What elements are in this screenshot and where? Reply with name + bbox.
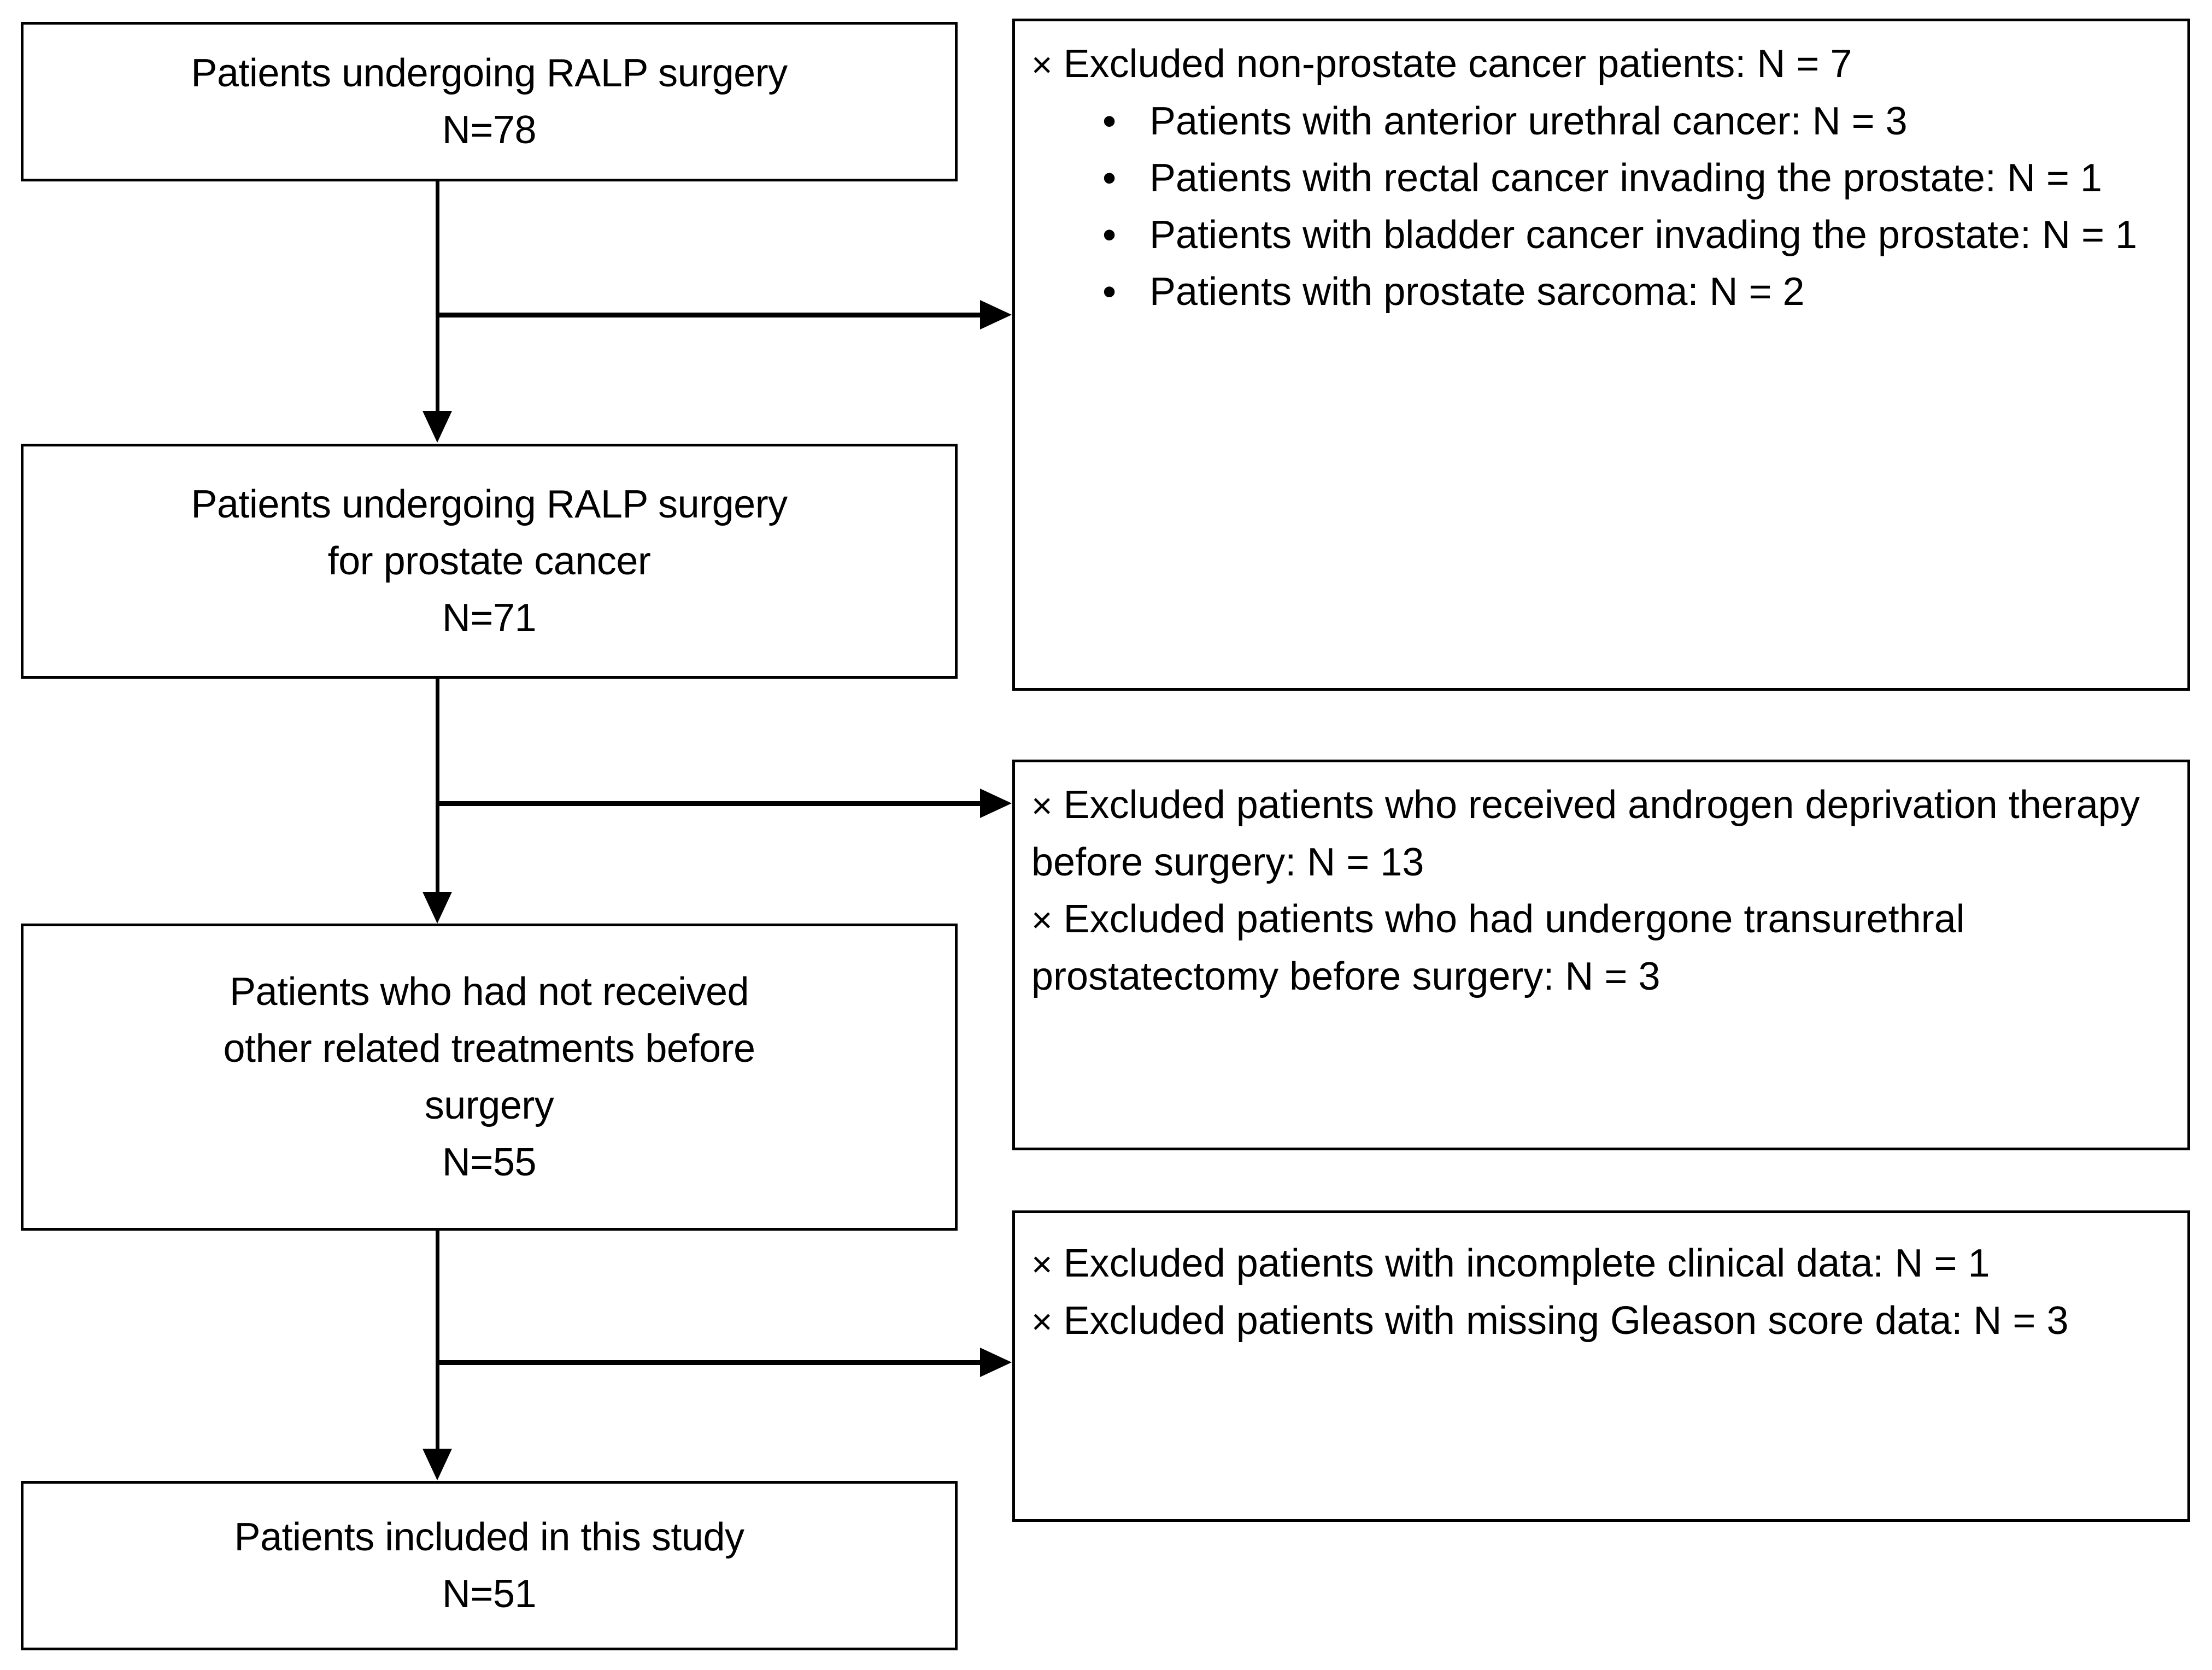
bullet-dot-icon: • <box>1102 270 1117 314</box>
flow-box-no-prior-treatment-line-4: N=55 <box>442 1140 537 1184</box>
arrow-into-box4 <box>423 1449 452 1480</box>
flow-box-prostate-cancer-line-2: for prostate cancer <box>327 539 651 583</box>
exclusion-marker-icon: × <box>1031 44 1053 85</box>
exclusion-item-incomplete-clinical: × Excluded patients with incomplete clin… <box>1031 1235 2169 1292</box>
list-item: • Patients with prostate sarcoma: N = 2 <box>1097 263 2169 320</box>
arrow-into-exclusion-1 <box>980 300 1012 330</box>
exclusion-bullet-list: • Patients with anterior urethral cancer… <box>1031 93 2169 320</box>
connector-stem-1 <box>436 180 439 413</box>
flow-box-prostate-cancer: Patients undergoing RALP surgery for pro… <box>21 444 958 679</box>
exclusion-item-adt: × Excluded patients who received androge… <box>1031 777 2169 891</box>
exclusion-box-incomplete-data: × Excluded patients with incomplete clin… <box>1012 1210 2190 1522</box>
exclusion-marker-icon: × <box>1031 1301 1053 1342</box>
bullet-dot-icon: • <box>1102 156 1117 200</box>
flow-box-enrolled-line-1: Patients undergoing RALP surgery <box>191 51 788 95</box>
list-item-label: Patients with bladder cancer invading th… <box>1149 213 2138 257</box>
exclusion-marker-icon: × <box>1031 899 1053 940</box>
connector-stem-2 <box>436 678 439 893</box>
list-item: • Patients with rectal cancer invading t… <box>1097 150 2169 207</box>
exclusion-box-prior-treatment: × Excluded patients who received androge… <box>1012 760 2190 1150</box>
list-item-label: Patients with rectal cancer invading the… <box>1149 156 2102 200</box>
arrow-into-exclusion-2 <box>980 789 1012 818</box>
connector-stem-3 <box>436 1230 439 1450</box>
flow-box-prostate-cancer-line-1: Patients undergoing RALP surgery <box>191 483 788 526</box>
exclusion-marker-icon: × <box>1031 1244 1053 1284</box>
flow-box-prostate-cancer-line-3: N=71 <box>442 596 537 640</box>
exclusion-item-text: Excluded patients with missing Gleason s… <box>1063 1299 2069 1343</box>
branch-to-exclusion-3 <box>436 1360 980 1365</box>
exclusion-item-missing-gleason: × Excluded patients with missing Gleason… <box>1031 1292 2169 1350</box>
branch-to-exclusion-1 <box>436 313 980 317</box>
exclusion-item-text: Excluded patients who received androgen … <box>1031 783 2140 884</box>
flow-box-no-prior-treatment-line-2: other related treatments before <box>223 1027 755 1071</box>
exclusion-item-turp: × Excluded patients who had undergone tr… <box>1031 891 2169 1005</box>
flow-box-included: Patients included in this study N=51 <box>21 1481 958 1650</box>
flow-box-no-prior-treatment: Patients who had not received other rela… <box>21 924 958 1231</box>
branch-to-exclusion-2 <box>436 801 980 806</box>
exclusion-box-non-prostate-cancer: × Excluded non-prostate cancer patients:… <box>1012 19 2190 691</box>
flow-box-included-line-1: Patients included in this study <box>234 1515 744 1559</box>
arrow-into-exclusion-3 <box>980 1348 1012 1377</box>
arrow-into-box3 <box>423 892 452 924</box>
flow-box-included-line-2: N=51 <box>442 1572 537 1616</box>
list-item: • Patients with bladder cancer invading … <box>1097 207 2169 263</box>
exclusion-heading-text: Excluded non-prostate cancer patients: N… <box>1063 42 1852 86</box>
arrow-into-box2 <box>423 411 452 443</box>
exclusion-heading-non-prostate-cancer: × Excluded non-prostate cancer patients:… <box>1031 36 2169 93</box>
bullet-dot-icon: • <box>1102 213 1117 257</box>
exclusion-item-text: Excluded patients who had undergone tran… <box>1031 897 1965 998</box>
list-item: • Patients with anterior urethral cancer… <box>1097 93 2169 150</box>
exclusion-marker-icon: × <box>1031 785 1053 826</box>
flow-box-enrolled: Patients undergoing RALP surgery N=78 <box>21 22 958 181</box>
flow-box-no-prior-treatment-line-1: Patients who had not received <box>229 970 749 1014</box>
exclusion-item-text: Excluded patients with incomplete clinic… <box>1063 1242 1990 1285</box>
list-item-label: Patients with prostate sarcoma: N = 2 <box>1149 270 1805 314</box>
flow-box-enrolled-line-2: N=78 <box>442 108 537 152</box>
flow-box-no-prior-treatment-line-3: surgery <box>424 1084 554 1127</box>
bullet-dot-icon: • <box>1102 99 1117 143</box>
list-item-label: Patients with anterior urethral cancer: … <box>1149 99 1908 143</box>
